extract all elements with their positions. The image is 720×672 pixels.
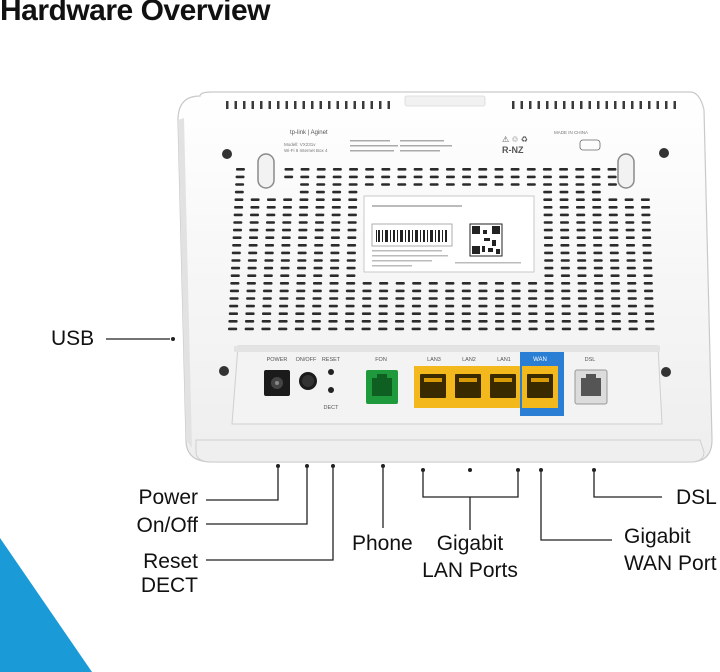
label-dsl: DSL xyxy=(585,357,596,363)
label-wan: WAN xyxy=(533,357,547,363)
callout-power: Power xyxy=(138,486,198,509)
page-title: Hardware Overview xyxy=(0,0,270,27)
corner-accent xyxy=(0,538,92,672)
callout-phone: Phone xyxy=(352,532,413,555)
cert-marks: R-NZ xyxy=(502,145,524,155)
svg-text:⚠ ♲ ♻: ⚠ ♲ ♻ xyxy=(502,135,528,144)
callout-lan-line1: Gigabit xyxy=(436,532,504,555)
label-reset: RESET xyxy=(322,357,341,363)
callout-dect: DECT xyxy=(140,574,198,597)
label-fon: FON xyxy=(375,357,387,363)
callout-wan-line1: Gigabit xyxy=(624,525,691,548)
top-vents xyxy=(226,101,676,109)
label-onoff: ON/OFF xyxy=(296,357,317,363)
callout-usb: USB xyxy=(51,327,95,350)
onoff-button-icon xyxy=(299,372,317,390)
label-dect: DECT xyxy=(324,405,340,411)
callout-leaders xyxy=(106,338,662,561)
reset-pinhole xyxy=(328,369,334,375)
callout-dsl: DSL xyxy=(676,486,717,509)
label-lan1: LAN1 xyxy=(497,357,511,363)
label-power: POWER xyxy=(267,357,288,363)
dsl-port-icon xyxy=(574,369,608,405)
dect-button xyxy=(328,387,334,393)
vent-grid xyxy=(228,168,655,331)
rj11-port-icon xyxy=(366,370,398,404)
screws xyxy=(219,148,671,377)
qr-code-icon xyxy=(469,223,503,257)
callout-lan-line2: LAN Ports xyxy=(422,559,518,582)
callout-reset: Reset xyxy=(143,550,198,573)
model-text: Modell: VX231v xyxy=(284,142,316,147)
product-label-sticker xyxy=(363,195,535,273)
power-jack-icon xyxy=(264,370,290,396)
wall-mount-holes xyxy=(257,153,635,189)
model-subtext: Wi-Fi 6 Internet Box 4 xyxy=(284,148,328,153)
brand-text: tp-link | Aginet xyxy=(290,130,328,136)
label-lan2: LAN2 xyxy=(462,357,476,363)
made-in-text: MADE IN CHINA xyxy=(554,130,588,135)
callout-onoff: On/Off xyxy=(136,514,198,537)
callout-wan-line2: WAN Port xyxy=(624,552,717,575)
label-lan3: LAN3 xyxy=(427,357,441,363)
